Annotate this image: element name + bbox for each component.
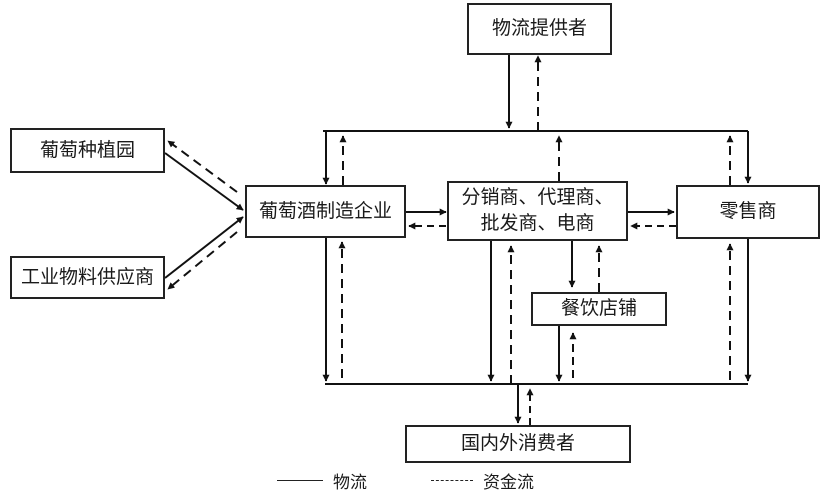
node-consumers-label: 国内外消费者 [460, 432, 575, 455]
legend-solid-label: 物流 [333, 473, 367, 493]
node-logistics-provider: 物流提供者 [467, 3, 612, 55]
node-distributors-label-line1: 分销商、代理商、 [461, 186, 614, 209]
node-vineyard-label: 葡萄种植园 [39, 138, 135, 161]
node-distributors: 分销商、代理商、 批发商、电商 [447, 181, 628, 241]
legend-solid-swatch [277, 480, 323, 481]
node-distributors-label-line2: 批发商、电商 [480, 212, 595, 234]
winery-to-supplier-money-arrow [167, 231, 238, 290]
vineyard-to-winery-arrow [164, 152, 244, 211]
legend-dashed-label: 资金流 [483, 473, 534, 493]
supplier-to-winery-arrow [164, 216, 244, 279]
legend-dashed: 资金流 [431, 468, 534, 493]
winery-to-vineyard-money-arrow [167, 140, 238, 193]
node-industrial-supplier-label: 工业物料供应商 [20, 265, 154, 288]
legend-solid: 物流 [277, 468, 367, 493]
node-restaurants: 餐饮店铺 [531, 292, 667, 326]
node-winery: 葡萄酒制造企业 [245, 185, 406, 238]
node-consumers: 国内外消费者 [405, 425, 631, 463]
node-retailer: 零售商 [676, 185, 820, 239]
node-vineyard: 葡萄种植园 [10, 128, 165, 173]
node-logistics-provider-label: 物流提供者 [491, 17, 587, 40]
node-retailer-label: 零售商 [719, 200, 777, 223]
legend-dashed-swatch [431, 480, 473, 481]
node-industrial-supplier: 工业物料供应商 [10, 256, 165, 299]
node-restaurants-label: 餐饮店铺 [560, 297, 637, 320]
node-winery-label: 葡萄酒制造企业 [258, 199, 392, 222]
